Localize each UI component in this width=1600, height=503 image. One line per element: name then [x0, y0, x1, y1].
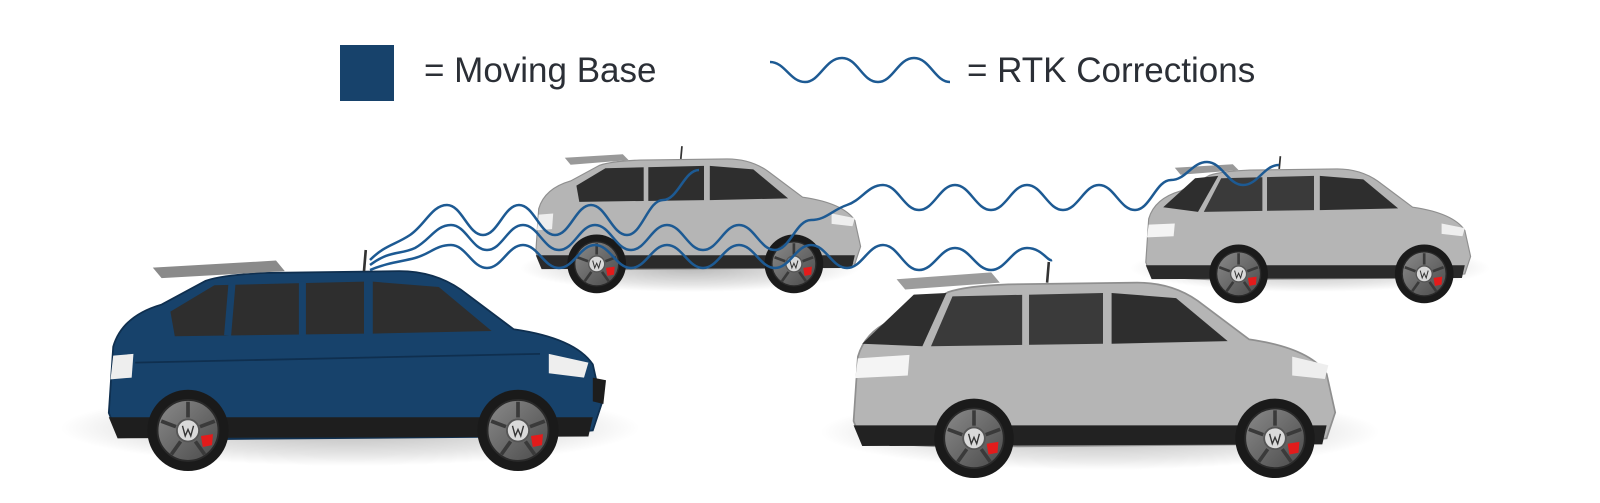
rtk-legend-label: = RTK Corrections — [967, 51, 1255, 90]
rtk-wave-to-middle-rover — [369, 168, 700, 261]
rtk-wave-to-front-rover — [369, 243, 1053, 272]
legend: = Moving Base = RTK Corrections — [340, 45, 1255, 101]
rtk-correction-waves — [369, 160, 1280, 272]
rtk-wave-swatch — [769, 56, 951, 84]
rover-vehicle-back-right — [1145, 156, 1472, 305]
moving-base-legend-label: = Moving Base — [424, 51, 657, 90]
moving-base-vehicle — [107, 249, 606, 473]
rtk-wave-to-right-rover — [369, 160, 1280, 267]
moving-base-swatch — [340, 45, 394, 101]
rover-vehicle-front-right — [852, 261, 1337, 480]
